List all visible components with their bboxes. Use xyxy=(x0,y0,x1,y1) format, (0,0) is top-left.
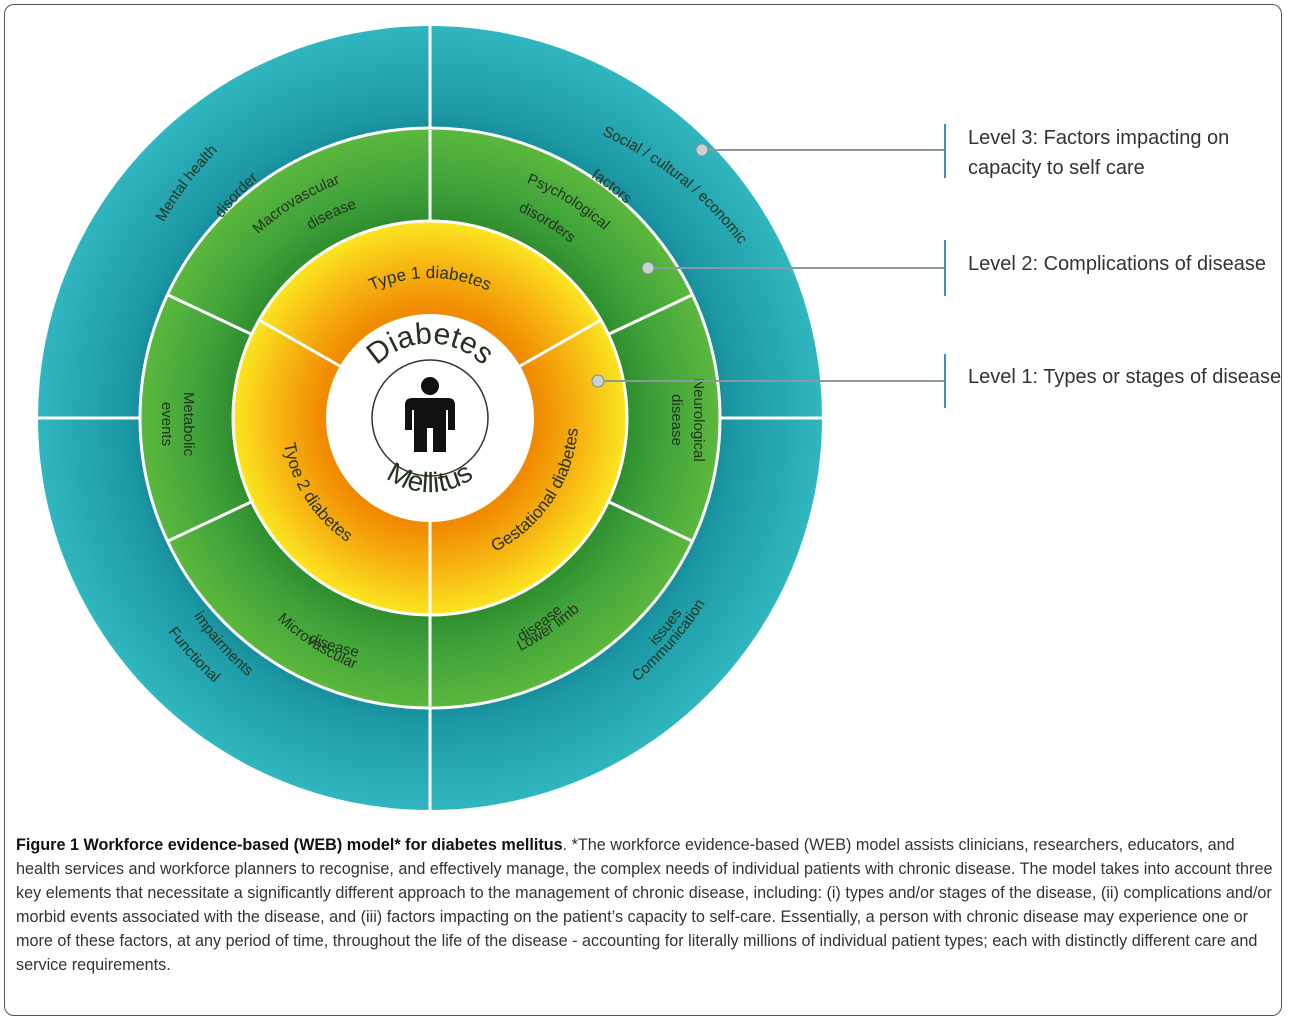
level3-leader xyxy=(695,124,946,178)
figure-caption: Figure 1 Workforce evidence-based (WEB) … xyxy=(16,833,1278,977)
caption-title: Figure 1 Workforce evidence-based (WEB) … xyxy=(16,836,563,854)
core-inner-outline xyxy=(371,359,489,477)
web-model-diagram: Diabetes Mellitus Type 1 diabetes Tyoe 2… xyxy=(38,26,1281,810)
middle-ring-dividers xyxy=(167,130,693,706)
level3-text-line1: Level 3: Factors impacting on xyxy=(968,127,1229,149)
level2-leader xyxy=(641,240,946,296)
neurological-label-line1: Neurological xyxy=(690,378,707,461)
outer-ring-dividers xyxy=(38,26,822,810)
level1-leader xyxy=(591,354,946,408)
level2-text: Level 2: Complications of disease xyxy=(968,253,1266,275)
caption-body: . *The workforce evidence-based (WEB) mo… xyxy=(16,836,1273,974)
level1-text: Level 1: Types or stages of disease xyxy=(968,366,1281,388)
person-icon xyxy=(405,377,455,452)
metabolic-label-line2: events xyxy=(158,402,175,446)
level3-text-line2: capacity to self care xyxy=(968,157,1145,179)
neurological-label-line2: disease xyxy=(668,394,685,446)
metabolic-label-line1: Metabolic xyxy=(180,392,197,457)
inner-ring-dividers xyxy=(258,318,602,615)
